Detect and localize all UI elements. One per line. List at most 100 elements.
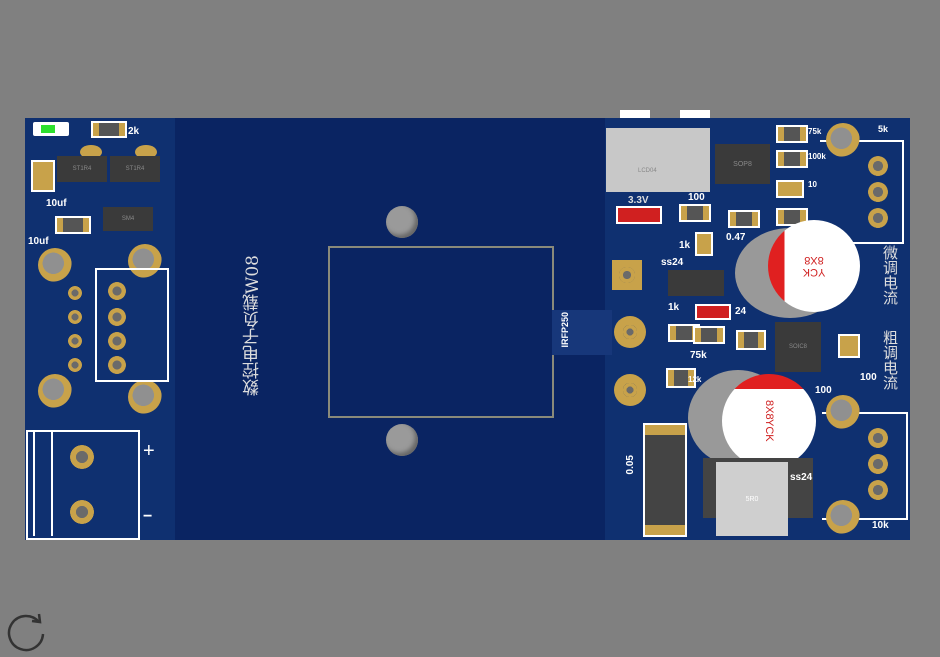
led <box>33 122 69 136</box>
label-005: 0.05 <box>625 455 636 475</box>
label-3v3: 3.3V <box>628 195 649 206</box>
heatsink-outline <box>328 246 554 418</box>
pin <box>108 332 126 350</box>
pin <box>68 286 82 300</box>
resistor <box>738 332 764 348</box>
label-10k: 10k <box>872 520 889 531</box>
pad <box>135 145 157 159</box>
pin <box>108 282 126 300</box>
resistor <box>778 210 806 224</box>
mount-pad <box>128 244 162 278</box>
mount-pad <box>38 248 72 282</box>
capacitor <box>695 232 713 256</box>
pad <box>612 260 642 290</box>
label-1k: 1k <box>679 240 691 251</box>
pot-pin <box>868 428 888 448</box>
label-24: 24 <box>735 306 747 317</box>
label-100: 100 <box>688 192 705 203</box>
label-12k: 12k <box>688 375 702 384</box>
shunt-resistor <box>645 425 685 535</box>
pot-pin <box>868 156 888 176</box>
pot-pin <box>868 208 888 228</box>
label-minus: − <box>143 508 153 525</box>
cap2-size: 8X8 <box>763 399 776 420</box>
pot-10k-outline <box>822 412 908 520</box>
ic-sop8: SOP8 <box>715 144 770 184</box>
heatsink-area <box>175 118 605 540</box>
tantalum-cap <box>31 160 55 192</box>
pad <box>614 374 646 406</box>
usb-connector-outline <box>95 268 169 382</box>
resistor-75k <box>778 127 806 141</box>
label-75k: 75k <box>690 350 707 361</box>
rotate-icon[interactable] <box>4 608 48 652</box>
inductor: 5R0 <box>716 462 788 536</box>
pin <box>68 334 82 348</box>
ic-soic8: SOIC8 <box>775 322 821 372</box>
label-047: 0.47 <box>726 232 746 243</box>
lcd-connector[interactable]: LCD04 <box>606 128 710 192</box>
label-irfp250: IRFP250 <box>560 312 570 348</box>
label-lcd04: LCD04 <box>638 168 657 174</box>
pad <box>80 145 102 159</box>
terminal-pin-negative <box>70 500 94 524</box>
cap1-size: 8X8 <box>804 254 824 266</box>
resistor-100 <box>681 206 709 220</box>
board-title: 数控电子负载W08 <box>243 255 263 397</box>
cap2-brand: YCK <box>763 419 776 443</box>
pin <box>108 356 126 374</box>
connector-latch <box>680 110 710 118</box>
capacitor-10uf <box>57 218 89 232</box>
resistor-100k <box>778 152 806 166</box>
regulator-2: ST1R4 <box>110 156 160 182</box>
label-10: 10 <box>808 180 817 189</box>
label-ss24: ss24 <box>790 472 813 483</box>
pin <box>68 310 82 324</box>
pot-pin <box>868 182 888 202</box>
resistor-12k <box>668 370 694 386</box>
pot-pin <box>868 480 888 500</box>
mount-pad <box>128 380 162 414</box>
mount-hole-bottom <box>386 424 418 456</box>
label-ss24: ss24 <box>661 257 684 268</box>
label-75k: 75k <box>808 127 822 136</box>
diode-sm4: SM4 <box>103 207 153 231</box>
label-fine-adjust: 微调电流 <box>881 245 899 305</box>
pad <box>614 316 646 348</box>
label-10uf: 10uf <box>46 198 67 209</box>
label-5k: 5k <box>878 124 889 134</box>
pot-5k-outline <box>820 140 904 244</box>
pot-mount <box>826 123 860 157</box>
connector-latch <box>620 110 650 118</box>
resistor-047 <box>730 212 758 226</box>
zener-24 <box>695 304 731 320</box>
pot-mount <box>826 395 860 429</box>
pot-mount <box>826 500 860 534</box>
diode-ss24 <box>668 270 724 296</box>
pin <box>68 358 82 372</box>
label-coarse-adjust: 粗调电流 <box>881 330 899 390</box>
label-plus: + <box>143 440 155 462</box>
resistor <box>670 326 698 340</box>
label-100: 100 <box>860 372 877 383</box>
capacitor <box>838 334 860 358</box>
resistor-75k <box>695 328 723 342</box>
zener-3v3 <box>616 206 662 224</box>
label-1k: 1k <box>668 302 680 313</box>
mount-pad <box>38 374 72 408</box>
capacitor-10 <box>776 180 804 198</box>
label-2k: 2k <box>128 126 140 137</box>
power-terminal-outline <box>26 430 140 540</box>
cap1-brand: YCK <box>802 266 826 279</box>
label-100: 100 <box>815 385 832 396</box>
label-10uf: 10uf <box>28 236 49 247</box>
pin <box>108 308 126 326</box>
mosfet-tab <box>552 310 612 355</box>
regulator-1: ST1R4 <box>57 156 107 182</box>
terminal-line <box>33 432 53 536</box>
terminal-pin-positive <box>70 445 94 469</box>
pot-pin <box>868 454 888 474</box>
mount-hole-top <box>386 206 418 238</box>
resistor-2k <box>93 123 125 136</box>
